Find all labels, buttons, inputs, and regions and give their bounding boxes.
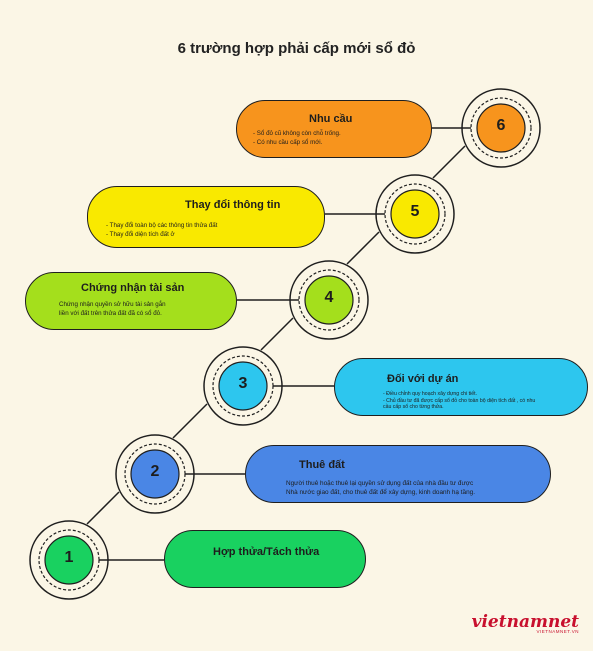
connector-line bbox=[432, 145, 466, 179]
step-circle-3 bbox=[218, 361, 268, 411]
step-3-line-1: - Điều chỉnh quy hoạch xây dựng chi tiết… bbox=[383, 391, 478, 397]
step-2-line-1: Người thuê hoặc thuê lại quyền sử dụng đ… bbox=[286, 480, 474, 487]
step-4-title: Chứng nhận tài sản bbox=[81, 282, 185, 294]
connector-line bbox=[172, 403, 208, 439]
circle-outer-ring bbox=[203, 346, 283, 426]
step-1-title: Hợp thửa/Tách thửa bbox=[213, 546, 320, 558]
step-circles bbox=[29, 88, 541, 600]
step-1-number: 1 bbox=[64, 549, 74, 566]
step-2-number: 2 bbox=[150, 463, 160, 480]
step-5-text: - Thay đổi toàn bộ các thông tin thửa đấ… bbox=[106, 222, 217, 239]
step-6-title: Nhu cầu bbox=[309, 113, 353, 125]
step-2-text: Người thuê hoặc thuê lại quyền sử dụng đ… bbox=[286, 479, 475, 497]
circle-outer-ring bbox=[461, 88, 541, 168]
circle-outer-ring bbox=[289, 260, 369, 340]
page-title: 6 trường hợp phải cấp mới sổ đỏ bbox=[177, 40, 416, 57]
step-3-title: Đối với dự án bbox=[387, 373, 459, 385]
card-step-2: Thuê đất Người thuê hoặc thuê lại quyền … bbox=[245, 445, 551, 503]
step-circle-2 bbox=[130, 449, 180, 499]
vietnamnet-logo: vietnamnet VIETNAMNET.VN bbox=[472, 612, 579, 634]
card-step-4: Chứng nhận tài sản Chứng nhận quyền sở h… bbox=[25, 272, 237, 330]
step-3-line-2: - Chủ đầu tư đã được cấp sổ đỏ cho toàn … bbox=[383, 397, 536, 404]
step-circle-4 bbox=[304, 275, 354, 325]
card-step-6: Nhu cầu - Sổ đỏ cũ không còn chỗ trống. … bbox=[236, 100, 432, 158]
card-step-1: Hợp thửa/Tách thửa bbox=[164, 530, 366, 588]
connector-line bbox=[86, 491, 120, 525]
step-6-number: 6 bbox=[496, 117, 506, 134]
step-3-text: - Điều chỉnh quy hoạch xây dựng chi tiết… bbox=[383, 391, 535, 411]
step-6-line-1: - Sổ đỏ cũ không còn chỗ trống. bbox=[253, 130, 341, 137]
card-step-5: Thay đổi thông tin - Thay đổi toàn bộ cá… bbox=[87, 186, 325, 248]
circle-outer-ring bbox=[375, 174, 455, 254]
connector-line bbox=[346, 231, 380, 265]
card-step-3: Đối với dự án - Điều chỉnh quy hoạch xây… bbox=[334, 358, 588, 416]
connector-line bbox=[260, 317, 294, 351]
step-2-title: Thuê đất bbox=[299, 459, 345, 471]
step-5-number: 5 bbox=[410, 203, 420, 220]
circle-outer-ring bbox=[29, 520, 109, 600]
step-icons: RENT bbox=[175, 111, 388, 574]
step-5-line-2: - Thay đổi diện tích đất ở bbox=[106, 230, 175, 238]
circle-outer-ring bbox=[115, 434, 195, 514]
step-5-line-1: - Thay đổi toàn bộ các thông tin thửa đấ… bbox=[106, 222, 218, 229]
step-4-text: Chứng nhận quyền sở hữu tài sản gắn liền… bbox=[59, 301, 166, 318]
step-6-text: - Sổ đỏ cũ không còn chỗ trống. - Có nhu… bbox=[253, 130, 341, 147]
step-3-number: 3 bbox=[238, 375, 248, 392]
step-connectors bbox=[86, 127, 471, 561]
step-circle-6 bbox=[476, 103, 526, 153]
step-2-line-2: Nhà nước giao đất, cho thuê đất để xây d… bbox=[286, 489, 475, 496]
step-3-line-3: cầu cấp sổ cho từng thửa. bbox=[383, 404, 444, 410]
step-4-line-1: Chứng nhận quyền sở hữu tài sản gắn bbox=[59, 301, 166, 308]
step-circle-1 bbox=[44, 535, 94, 585]
step-6-line-2: - Có nhu cầu cấp sổ mới. bbox=[253, 138, 323, 146]
logo-sub: VIETNAMNET.VN bbox=[536, 629, 579, 634]
step-4-line-2: liền với đất trên thửa đất đã có sổ đỏ. bbox=[59, 309, 162, 317]
step-circle-5 bbox=[390, 189, 440, 239]
step-4-number: 4 bbox=[324, 289, 334, 306]
logo-brand: vietnamnet bbox=[471, 612, 579, 632]
step-5-title: Thay đổi thông tin bbox=[185, 199, 281, 211]
